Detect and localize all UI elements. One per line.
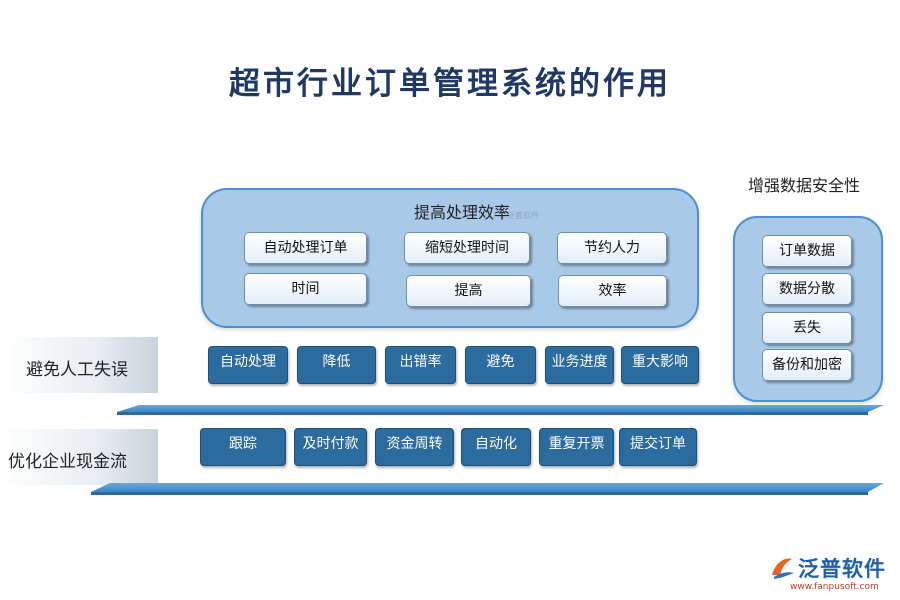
fanpu-logo: 泛普软件 www.fanpusoft.com [768,553,893,593]
efficiency-panel-title: 提高处理效率 [414,203,511,222]
logo-name: 泛普软件 [798,557,886,581]
errors-label: 避免人工失误 [26,360,128,380]
efficiency-item-2: 缩短处理时间 [404,232,530,264]
cashflow-item-6: 提交订单 [619,428,697,466]
cashflow-item-4: 自动化 [461,428,531,466]
small-watermark: 泛普软件 [507,211,539,220]
security-item-1: 订单数据 [762,235,852,267]
errors-item-3: 出错率 [385,346,456,384]
cashflow-label-bg [0,429,158,485]
cashflow-item-5: 重复开票 [539,428,614,466]
errors-item-5: 业务进度 [545,346,614,384]
security-panel-title: 增强数据安全性 [748,176,861,195]
efficiency-item-1: 自动处理订单 [244,232,367,264]
cashflow-item-2: 及时付款 [294,428,367,466]
errors-item-6: 重大影响 [621,346,699,384]
efficiency-item-6: 效率 [558,275,667,307]
fanpu-logo-icon [772,558,794,579]
security-item-2: 数据分散 [762,273,852,305]
diagram-title: 超市行业订单管理系统的作用 [229,66,671,102]
cashflow-item-1: 跟踪 [200,428,286,466]
security-item-3: 丢失 [762,312,852,344]
errors-item-2: 降低 [297,346,376,384]
efficiency-item-4: 时间 [244,273,367,305]
errors-item-1: 自动处理 [208,346,288,384]
security-item-4: 备份和加密 [762,349,852,381]
errors-label-bg [0,337,158,393]
efficiency-item-5: 提高 [406,275,531,307]
cashflow-label: 优化企业现金流 [8,452,127,472]
efficiency-item-3: 节约人力 [557,232,667,264]
cashflow-platform [91,483,884,492]
cashflow-item-3: 资金周转 [375,428,454,466]
logo-url: www.fanpusoft.com [790,582,879,592]
errors-platform [117,405,884,412]
errors-item-4: 避免 [465,346,536,384]
